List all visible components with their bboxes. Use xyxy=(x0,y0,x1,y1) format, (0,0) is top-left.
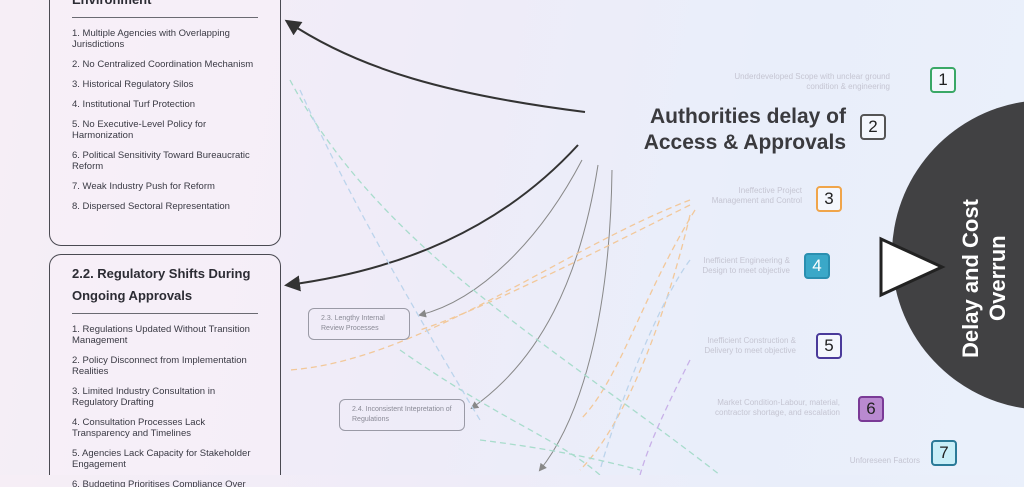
panel-environment: Environment 1. Multiple Agencies with Ov… xyxy=(49,0,281,246)
pointer-triangle-icon xyxy=(879,236,946,298)
factor-label-3: Ineffective Project Management and Contr… xyxy=(711,186,802,205)
factor-badge-4: 4 xyxy=(804,253,830,279)
connector-arrows xyxy=(284,19,721,475)
factor-badge-2: 2 xyxy=(860,114,886,140)
list-item: 1. Regulations Updated Without Transitio… xyxy=(72,324,250,346)
list-item: 6. Political Sensitivity Toward Bureaucr… xyxy=(72,150,250,172)
sub-box-inconsistent-interpretation: 2.4. Inconsistent Intepretation of Regul… xyxy=(339,399,465,431)
cause-list: 1. Regulations Updated Without Transitio… xyxy=(72,324,258,487)
cause-list: 1. Multiple Agencies with Overlapping Ju… xyxy=(72,28,258,212)
factor-label-7: Unforeseen Factors xyxy=(849,456,920,465)
list-item: 3. Limited Industry Consultation in Regu… xyxy=(72,386,216,408)
factor-label-6: Market Condition-Labour, material, contr… xyxy=(715,398,840,417)
sub-box-lengthy-review: 2.3. Lengthy Internal Review Processes xyxy=(308,308,410,340)
outcome-circle xyxy=(892,101,1024,409)
panel-regulatory-shifts: 2.2. Regulatory Shifts During Ongoing Ap… xyxy=(49,254,281,487)
list-item: 3. Historical Regulatory Silos xyxy=(72,79,194,90)
outcome-label: Delay and Cost Overrun xyxy=(952,178,1016,378)
list-item: 4. Consultation Processes Lack Transpare… xyxy=(72,417,206,439)
list-item: 1. Multiple Agencies with Overlapping Ju… xyxy=(72,28,230,50)
list-item: 6. Budgeting Prioritises Compliance Over xyxy=(72,479,246,487)
list-item: 8. Dispersed Sectoral Representation xyxy=(72,201,230,212)
list-item: 5. No Executive-Level Policy for Harmoni… xyxy=(72,119,207,141)
outcome-text: Delay and Cost Overrun xyxy=(958,198,1010,358)
list-item: 7. Weak Industry Push for Reform xyxy=(72,181,215,192)
main-title: Authorities delay of Access & Approvals xyxy=(643,105,846,154)
factor-badge-5: 5 xyxy=(816,333,842,359)
factor-label-4: Inefficient Engineering & Design to meet… xyxy=(702,256,790,275)
panel-title: Environment xyxy=(72,0,258,18)
factor-badge-3: 3 xyxy=(816,186,842,212)
factor-label-1: Underdeveloped Scope with unclear ground… xyxy=(734,72,890,91)
list-item: 2. Policy Disconnect from Implementation… xyxy=(72,355,247,377)
factor-badge-6: 6 xyxy=(858,396,884,422)
list-item: 2. No Centralized Coordination Mechanism xyxy=(72,59,254,70)
factor-badge-7: 7 xyxy=(931,440,957,466)
factor-label-5: Inefficient Construction & Delivery to m… xyxy=(704,336,796,355)
panel-title: 2.2. Regulatory Shifts During Ongoing Ap… xyxy=(72,255,258,314)
list-item: 5. Agencies Lack Capacity for Stakeholde… xyxy=(72,448,251,470)
list-item: 4. Institutional Turf Protection xyxy=(72,99,196,110)
factor-badge-1: 1 xyxy=(930,67,956,93)
